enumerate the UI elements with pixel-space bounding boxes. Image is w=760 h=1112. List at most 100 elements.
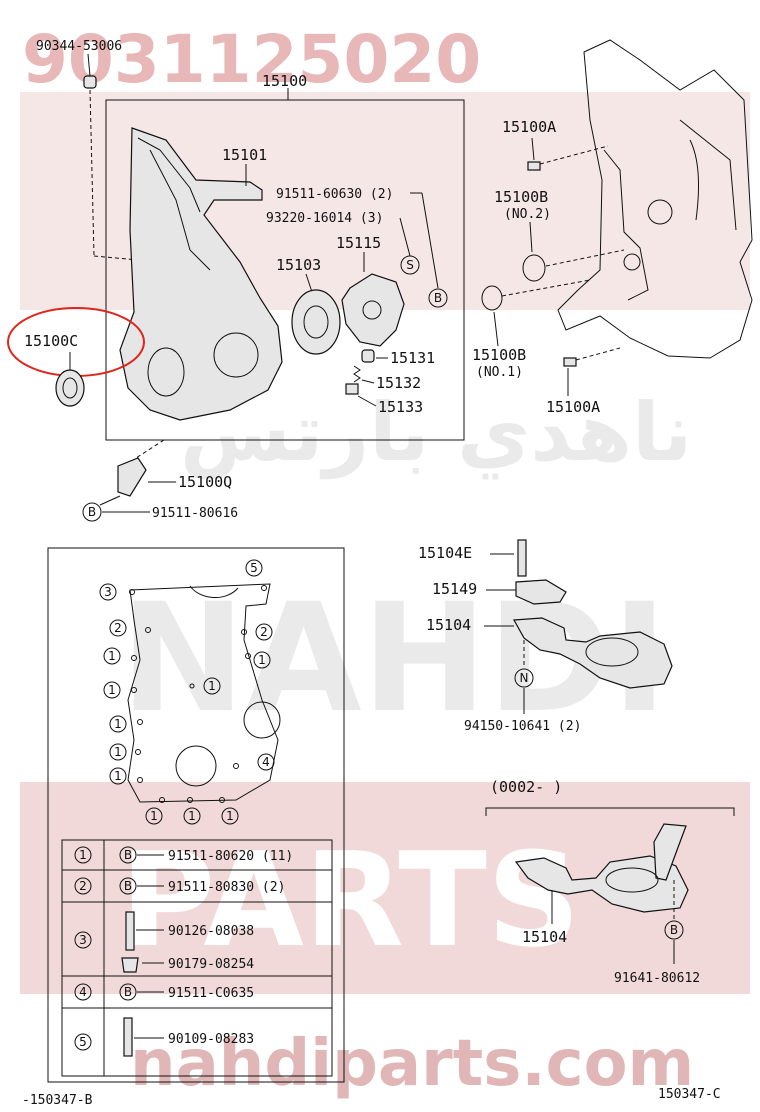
- bolt-layout-frame: [47, 547, 345, 1083]
- label-15149: 15149: [432, 580, 477, 598]
- position-marker: [109, 715, 127, 733]
- position-marker: [257, 753, 275, 771]
- label-15100q: 15100Q: [178, 473, 232, 491]
- cover-outline: [127, 583, 279, 803]
- table-key-label: 3: [79, 933, 87, 947]
- marker-b-variant: [664, 920, 684, 940]
- position-marker-label: 1: [188, 809, 196, 823]
- label-15133: 15133: [378, 398, 423, 416]
- bolt-table: [61, 839, 333, 1077]
- position-marker-label: 1: [114, 717, 122, 731]
- spring-15132: [353, 365, 361, 383]
- label-15100a-bottom: 15100A: [546, 398, 600, 416]
- position-marker: [109, 767, 127, 785]
- position-marker: [255, 623, 273, 641]
- position-marker: [183, 807, 201, 825]
- svg-text:S: S: [406, 258, 414, 272]
- part-15100q: [117, 457, 147, 497]
- position-marker: [109, 743, 127, 761]
- gasket-15149: [515, 579, 567, 605]
- bolt-holes: [129, 585, 267, 803]
- label-15104e: 15104E: [418, 544, 472, 562]
- strainer-15104: [513, 617, 673, 689]
- marker-b-top: [428, 288, 448, 308]
- table-b-label: B: [124, 985, 132, 999]
- label-15100b-no2: 15100B: [494, 188, 548, 206]
- table-part-number: 91511-80830 (2): [168, 880, 285, 895]
- oil-seal-15100c: [55, 369, 85, 407]
- label-15103: 15103: [276, 256, 321, 274]
- svg-text:B: B: [88, 505, 96, 519]
- position-marker-label: 1: [208, 679, 216, 693]
- watermark-arabic: ناهدي بارتس: [180, 386, 692, 480]
- position-marker: [203, 677, 221, 695]
- table-b-label: B: [124, 879, 132, 893]
- table-b-marker: [119, 846, 137, 864]
- table-key-label: 2: [79, 879, 87, 893]
- position-marker-label: 4: [262, 755, 270, 769]
- table-part-number: 91511-C0635: [168, 986, 254, 1001]
- label-15131: 15131: [390, 349, 435, 367]
- table-key-marker: [74, 1033, 92, 1051]
- position-marker-label: 2: [114, 621, 122, 635]
- position-marker: [145, 807, 163, 825]
- position-marker-label: 1: [258, 653, 266, 667]
- table-key-label: 4: [79, 985, 87, 999]
- label-91511-60630: 91511-60630 (2): [276, 187, 393, 202]
- label-15132: 15132: [376, 374, 421, 392]
- oring-15100b-no1: [481, 285, 503, 311]
- label-93220-16014: 93220-16014 (3): [266, 211, 383, 226]
- label-94150-10641: 94150-10641 (2): [464, 719, 581, 734]
- table-b-marker: [119, 983, 137, 1001]
- timing-cover-15101: [119, 127, 283, 421]
- plug-90344: [83, 75, 97, 89]
- position-marker: [221, 807, 239, 825]
- position-marker: [245, 559, 263, 577]
- marker-n: [514, 668, 534, 688]
- footer-left-ref: -150347-B: [22, 1093, 93, 1108]
- variant-date-range: (0002- ): [490, 778, 562, 796]
- label-15100: 15100: [262, 72, 307, 90]
- dowel-15100a-bottom: [563, 357, 577, 367]
- stud-90126-08038: [125, 911, 135, 951]
- marker-b-15100q: [82, 502, 102, 522]
- table-key-marker: [74, 877, 92, 895]
- table-part-number: 90126-08038: [168, 924, 254, 939]
- table-b-marker: [119, 877, 137, 895]
- svg-text:N: N: [520, 671, 529, 685]
- position-marker-label: 3: [104, 585, 112, 599]
- svg-text:B: B: [434, 291, 442, 305]
- label-91511-80616: 91511-80616: [152, 506, 238, 521]
- position-marker: [253, 651, 271, 669]
- position-marker-label: 2: [260, 625, 268, 639]
- marker-s: [400, 255, 420, 275]
- svg-text:B: B: [670, 923, 678, 937]
- watermark-brand-bottom: PARTS: [120, 824, 581, 976]
- position-marker: [99, 583, 117, 601]
- label-90344-53006: 90344-53006: [36, 39, 122, 54]
- table-part-number: 90109-08283: [168, 1032, 254, 1047]
- dowel-15100a-top: [527, 161, 541, 171]
- nut-90179-08254: [121, 957, 139, 973]
- label-15104: 15104: [426, 616, 471, 634]
- valve-15131: [361, 349, 375, 363]
- rotor-15103: [291, 289, 341, 355]
- table-part-number: 90179-08254: [168, 957, 254, 972]
- bolt-90109-08283: [123, 1017, 133, 1057]
- position-marker: [103, 681, 121, 699]
- stud-15104e: [517, 539, 527, 577]
- plug-15133: [345, 383, 359, 395]
- oring-15100b-no2: [522, 254, 546, 282]
- watermark-part-number: 9031125020: [22, 21, 481, 98]
- footer-right-ref: 150347-C: [658, 1087, 721, 1102]
- table-key-marker: [74, 846, 92, 864]
- position-marker: [109, 619, 127, 637]
- table-key-label: 1: [79, 848, 87, 862]
- engine-block: [557, 39, 753, 359]
- assembly-15100-frame: [105, 99, 465, 441]
- label-15100b-no2-sub: (NO.2): [504, 207, 551, 222]
